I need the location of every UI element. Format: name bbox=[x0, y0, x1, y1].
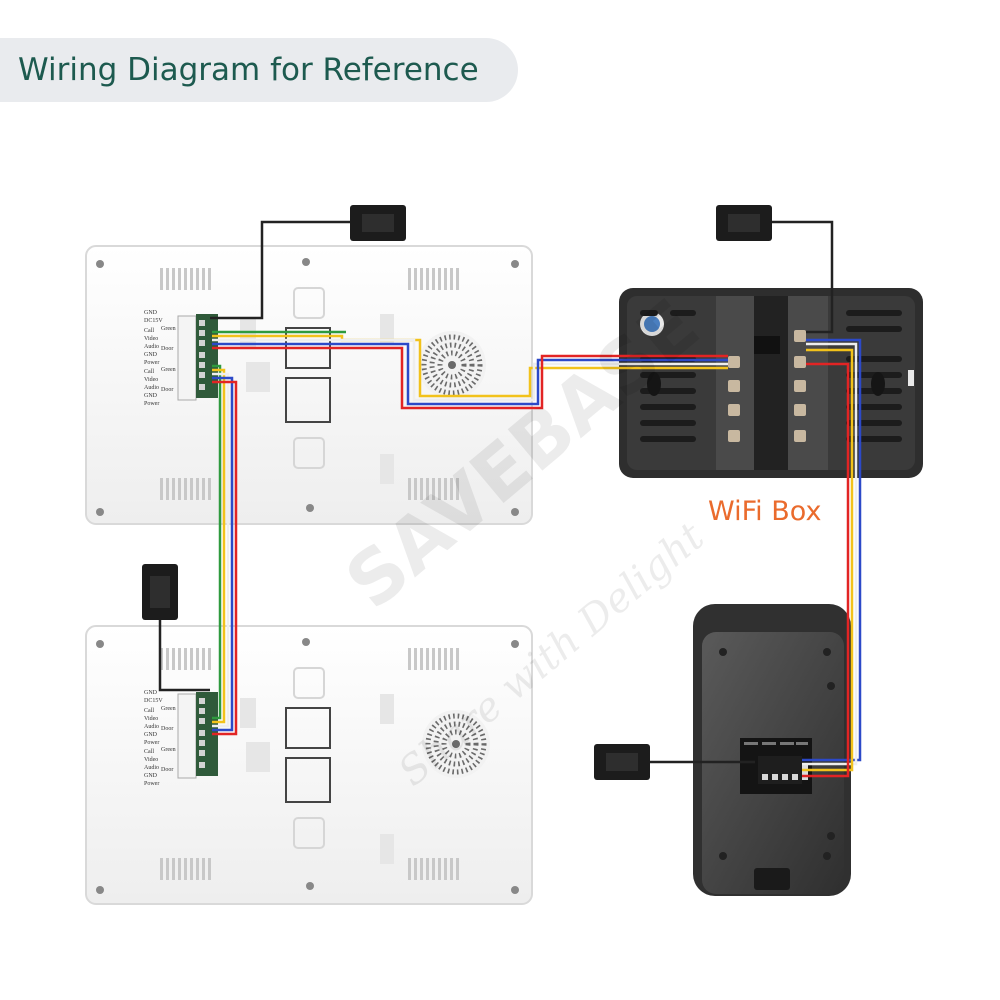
monitor2-label-gnd2: GND bbox=[144, 732, 157, 738]
monitor1-label-power2: Power bbox=[144, 401, 160, 407]
power-adapter-icon bbox=[594, 744, 650, 780]
page-title: Wiring Diagram for Reference bbox=[18, 52, 479, 88]
monitor1-label-video2: Video bbox=[144, 377, 159, 383]
monitor1-label-gnd: GND bbox=[144, 310, 157, 316]
monitor2-label-audio2: Audio bbox=[144, 765, 159, 771]
power-adapter-icon bbox=[142, 564, 178, 620]
power-adapter-icon bbox=[350, 205, 406, 241]
power-adapter-icon bbox=[716, 205, 772, 241]
monitor1-label-call2: Call bbox=[144, 369, 154, 375]
indoor-monitor-1 bbox=[85, 245, 533, 525]
monitor2-label-video2: Video bbox=[144, 757, 159, 763]
monitor2-port-door: Door bbox=[161, 726, 174, 732]
monitor1-port-green: Green bbox=[161, 326, 176, 332]
monitor1-label-dc15v: DC15V bbox=[144, 318, 163, 324]
monitor2-port-green: Green bbox=[161, 706, 176, 712]
wire-bundle-wifibox-to-doorbell bbox=[800, 338, 862, 778]
monitor2-label-video: Video bbox=[144, 716, 159, 722]
monitor1-label-call: Call bbox=[144, 328, 154, 334]
monitor2-label-gnd3: GND bbox=[144, 773, 157, 779]
monitor2-label-dc15v: DC15V bbox=[144, 698, 163, 704]
monitor2-port-door2: Door bbox=[161, 767, 174, 773]
monitor2-label-gnd: GND bbox=[144, 690, 157, 696]
monitor1-label-video: Video bbox=[144, 336, 159, 342]
wifi-box-label: WiFi Box bbox=[708, 496, 822, 527]
outdoor-doorbell bbox=[693, 604, 851, 896]
monitor2-label-call: Call bbox=[144, 708, 154, 714]
monitor2-label-power: Power bbox=[144, 740, 160, 746]
indoor-monitor-2 bbox=[85, 625, 533, 905]
monitor1-port-green2: Green bbox=[161, 367, 176, 373]
monitor2-label-call2: Call bbox=[144, 749, 154, 755]
monitor2-port-green2: Green bbox=[161, 747, 176, 753]
monitor2-label-power2: Power bbox=[144, 781, 160, 787]
power-cables bbox=[158, 220, 834, 764]
monitor1-label-power: Power bbox=[144, 360, 160, 366]
monitor1-port-door: Door bbox=[161, 346, 174, 352]
monitor1-label-audio2: Audio bbox=[144, 385, 159, 391]
wire-bundle-monitor1-to-monitor2 bbox=[212, 364, 238, 736]
monitor2-label-audio: Audio bbox=[144, 724, 159, 730]
title-banner: Wiring Diagram for Reference bbox=[0, 38, 518, 102]
monitor1-label-audio: Audio bbox=[144, 344, 159, 350]
monitor1-label-gnd2: GND bbox=[144, 352, 157, 358]
doorbell-terminal-pins bbox=[762, 774, 798, 780]
wire-bundle-monitor1-to-wifibox bbox=[212, 330, 728, 410]
monitor1-port-door2: Door bbox=[161, 387, 174, 393]
monitor1-label-gnd3: GND bbox=[144, 393, 157, 399]
